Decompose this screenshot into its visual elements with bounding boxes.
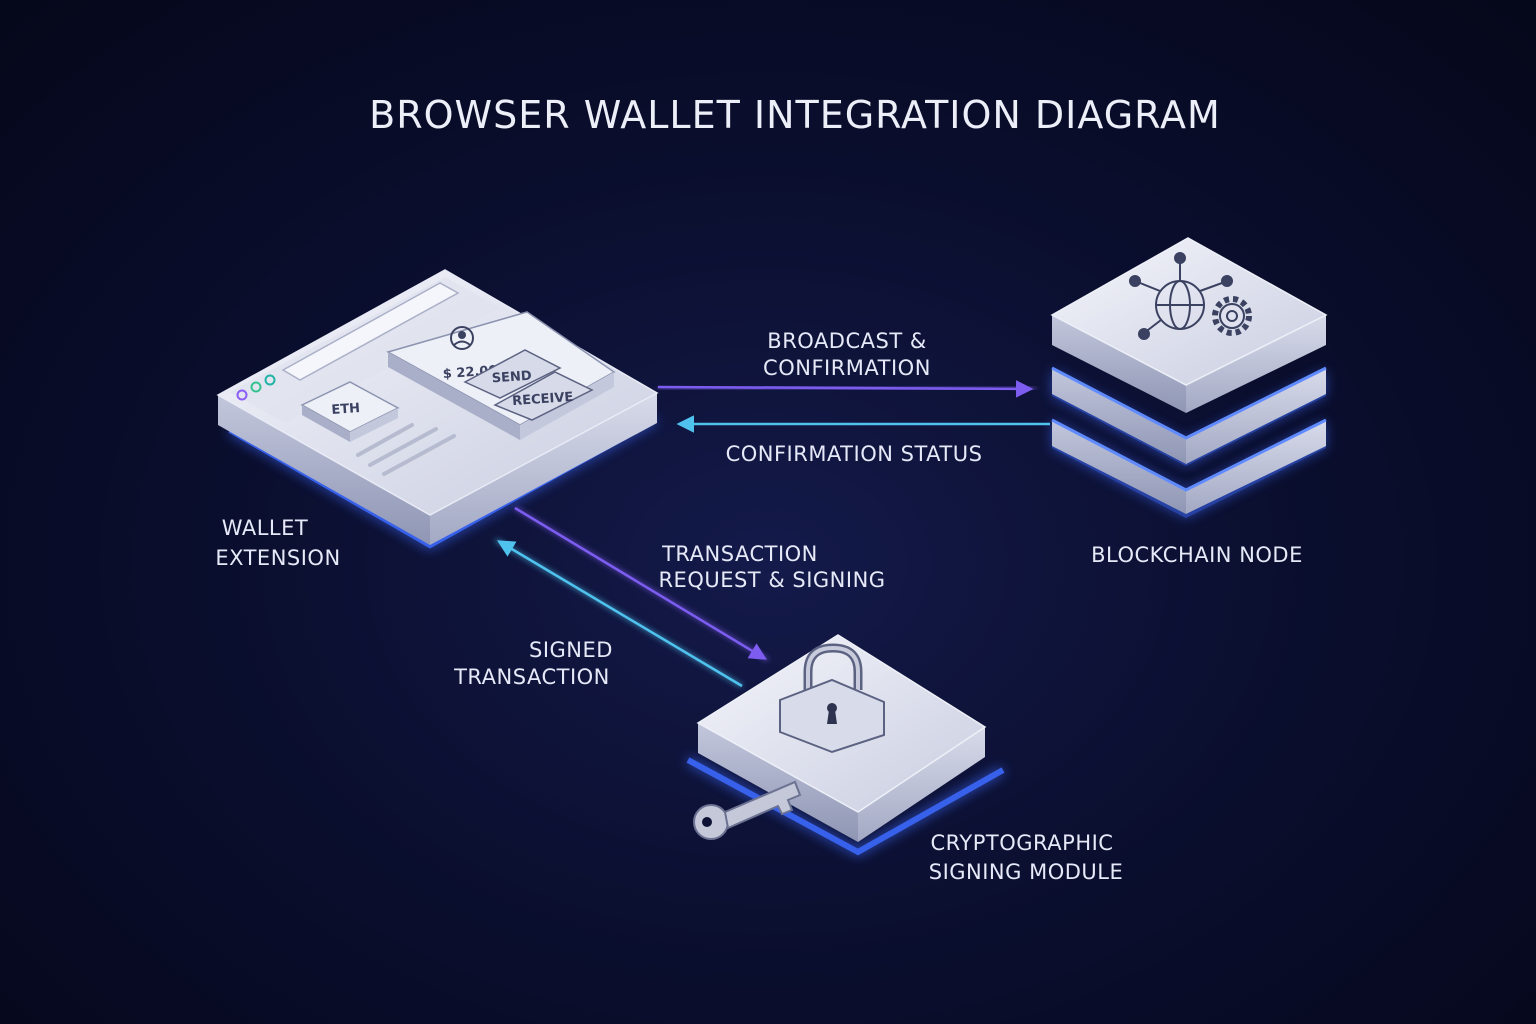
arrow-signed-transaction (495, 538, 743, 688)
transaction-request-label-2: REQUEST & SIGNING (658, 568, 885, 592)
window-dot-green (250, 381, 262, 393)
key-icon (693, 780, 802, 840)
receive-button-label: RECEIVE (512, 390, 574, 409)
receive-button[interactable] (493, 371, 594, 421)
address-bar (281, 282, 460, 381)
blockchain-node-label: BLOCKCHAIN NODE (1091, 543, 1303, 567)
diagram-title: BROWSER WALLET INTEGRATION DIAGRAM (369, 93, 1221, 137)
gear-icon (1212, 296, 1252, 336)
window-dot-teal (264, 374, 276, 386)
window-dot-purple (236, 389, 248, 401)
network-globe-icon (1129, 252, 1233, 340)
blockchain-node (1050, 237, 1328, 518)
confirmation-status-label: CONFIRMATION STATUS (726, 442, 983, 466)
send-button[interactable] (463, 349, 562, 399)
transaction-request-label-1: TRANSACTION (661, 542, 818, 566)
avatar-icon (450, 326, 474, 350)
arrow-transaction-request (514, 506, 769, 662)
signing-module-label-2: SIGNING MODULE (929, 860, 1124, 884)
send-button-label: SEND (491, 369, 532, 387)
wallet-extension-node: ETH $ 22.00 USD SEND RECEIVE (216, 269, 659, 549)
broadcast-label-2: CONFIRMATION (763, 356, 931, 380)
wallet-extension-label-1: WALLET (222, 516, 308, 540)
server-layer-bottom (1051, 418, 1327, 518)
signing-module-node (686, 634, 1005, 856)
wallet-tab-label: ETH (331, 401, 361, 418)
signed-transaction-label-1: SIGNED (529, 638, 613, 662)
padlock-icon (779, 643, 885, 754)
signing-module-label-1: CRYPTOGRAPHIC (931, 831, 1114, 855)
content-lines (356, 423, 456, 476)
signed-transaction-label-2: TRANSACTION (453, 665, 610, 689)
wallet-extension-label-2: EXTENSION (215, 546, 340, 570)
broadcast-label-1: BROADCAST & (767, 329, 926, 353)
arrow-broadcast (657, 380, 1037, 398)
server-layer-middle (1051, 366, 1327, 466)
